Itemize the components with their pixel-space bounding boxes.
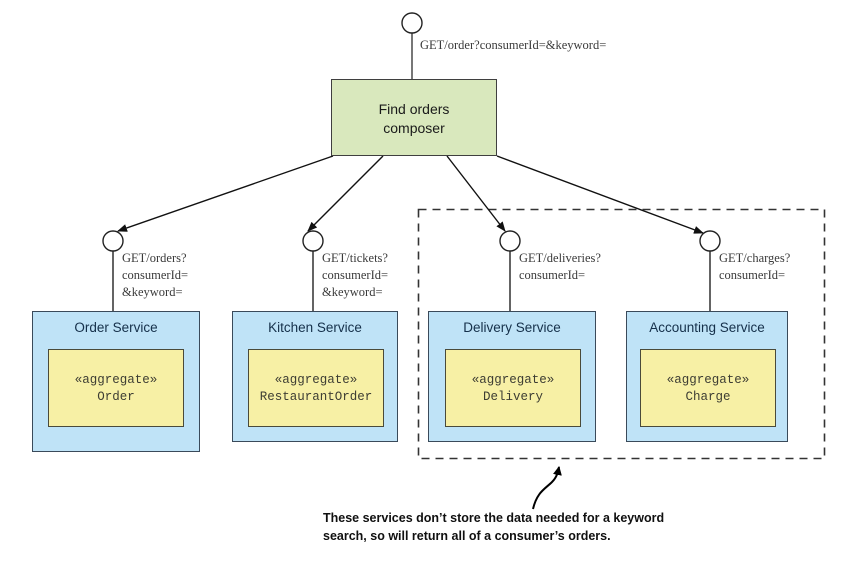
annotation-callout-arrow bbox=[532, 466, 562, 510]
service-box-order[interactable]: Order Service «aggregate» Order bbox=[32, 311, 200, 452]
service-box-kitchen[interactable]: Kitchen Service «aggregate» RestaurantOr… bbox=[232, 311, 398, 442]
aggregate-stereotype-kitchen: «aggregate» bbox=[274, 373, 358, 387]
port-label-order-line1: GET/orders? bbox=[122, 251, 187, 265]
port-label-kitchen-line1: GET/tickets? bbox=[322, 251, 388, 265]
aggregate-name-delivery: Delivery bbox=[482, 390, 543, 404]
port-circle-delivery bbox=[499, 230, 521, 252]
connector-accounting-service bbox=[496, 155, 704, 234]
connector-order-service bbox=[117, 155, 334, 232]
aggregate-stereotype-order: «aggregate» bbox=[74, 373, 158, 387]
aggregate-box-accounting[interactable]: «aggregate» Charge bbox=[640, 349, 776, 427]
aggregate-name-kitchen: RestaurantOrder bbox=[259, 390, 373, 404]
aggregate-box-order[interactable]: «aggregate» Order bbox=[48, 349, 184, 427]
port-label-kitchen-line3: &keyword= bbox=[322, 285, 383, 299]
port-circle-accounting bbox=[699, 230, 721, 252]
connector-kitchen-service bbox=[307, 155, 384, 232]
port-label-delivery-line1: GET/deliveries? bbox=[519, 251, 601, 265]
service-title-delivery: Delivery Service bbox=[463, 320, 561, 335]
aggregate-box-delivery[interactable]: «aggregate» Delivery bbox=[445, 349, 581, 427]
top-port-circle bbox=[401, 12, 423, 34]
port-label-order-line3: &keyword= bbox=[122, 285, 183, 299]
top-request-label: GET/order?consumerId=&keyword= bbox=[420, 38, 607, 52]
service-box-delivery[interactable]: Delivery Service «aggregate» Delivery bbox=[428, 311, 596, 442]
composer-label-line2: composer bbox=[383, 120, 445, 136]
aggregate-box-kitchen[interactable]: «aggregate» RestaurantOrder bbox=[248, 349, 384, 427]
service-title-kitchen: Kitchen Service bbox=[268, 320, 362, 335]
service-title-order: Order Service bbox=[74, 320, 158, 335]
port-label-accounting-line1: GET/charges? bbox=[719, 251, 791, 265]
aggregate-name-order: Order bbox=[97, 390, 135, 404]
composer-label-line1: Find orders bbox=[378, 101, 450, 117]
aggregate-stereotype-delivery: «aggregate» bbox=[471, 373, 555, 387]
aggregate-stereotype-accounting: «aggregate» bbox=[666, 373, 750, 387]
port-label-delivery-line2: consumerId= bbox=[519, 268, 586, 282]
service-title-accounting: Accounting Service bbox=[649, 320, 765, 335]
service-box-accounting[interactable]: Accounting Service «aggregate» Charge bbox=[626, 311, 788, 442]
aggregate-name-accounting: Charge bbox=[685, 390, 731, 404]
find-orders-composer-box[interactable]: Find orders composer bbox=[331, 79, 497, 156]
port-label-kitchen-line2: consumerId= bbox=[322, 268, 389, 282]
port-label-accounting-line2: consumerId= bbox=[719, 268, 786, 282]
connector-delivery-service bbox=[446, 155, 506, 232]
port-circle-order bbox=[102, 230, 124, 252]
annotation-text-line2: search, so will return all of a consumer… bbox=[323, 529, 611, 543]
port-label-order-line2: consumerId= bbox=[122, 268, 189, 282]
annotation-text-line1: These services don’t store the data need… bbox=[323, 511, 665, 525]
port-circle-kitchen bbox=[302, 230, 324, 252]
